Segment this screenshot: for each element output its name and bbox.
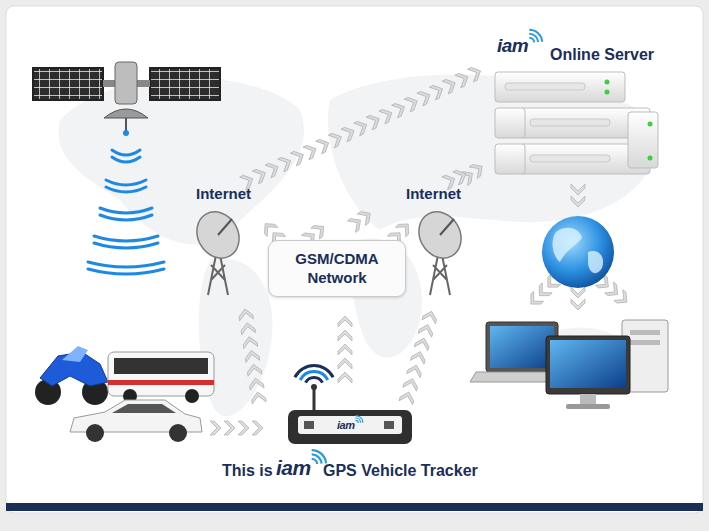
text-label: This is — [222, 462, 273, 480]
card — [6, 6, 703, 513]
antenna-tower — [411, 204, 470, 295]
chevron-arrow — [240, 65, 484, 190]
text-label: GPS Vehicle Tracker — [323, 462, 478, 480]
brand-logo: iam — [497, 35, 528, 57]
network-box: GSM/CDMA Network — [268, 240, 406, 297]
chevron-arrow — [238, 308, 266, 404]
chevron-arrow — [571, 184, 585, 207]
chevron-arrow — [399, 309, 438, 404]
chevron-arrow — [347, 208, 374, 233]
signal-waves — [88, 150, 164, 274]
text-label: Internet — [406, 185, 461, 202]
brand-logo: iam — [276, 456, 311, 480]
text-label: Internet — [196, 185, 251, 202]
satellite — [33, 62, 220, 136]
world-map — [58, 75, 655, 417]
vehicles — [35, 346, 214, 442]
logo-wifi — [529, 29, 543, 43]
gps-tracker-device — [288, 364, 412, 444]
chevron-arrow — [338, 316, 352, 383]
footer-bar — [6, 503, 703, 511]
server-stack — [495, 72, 658, 174]
chevron-arrow — [210, 421, 263, 435]
logo-wifi — [355, 415, 363, 423]
computers — [470, 320, 668, 409]
chevron-arrow — [571, 287, 585, 310]
logo-wifi — [312, 449, 327, 464]
antenna-tower — [189, 204, 248, 295]
globe — [542, 216, 614, 288]
brand-logo: iam — [337, 419, 354, 431]
node-label: GSM/CDMA Network — [269, 249, 405, 288]
text-label: Online Server — [550, 46, 654, 64]
